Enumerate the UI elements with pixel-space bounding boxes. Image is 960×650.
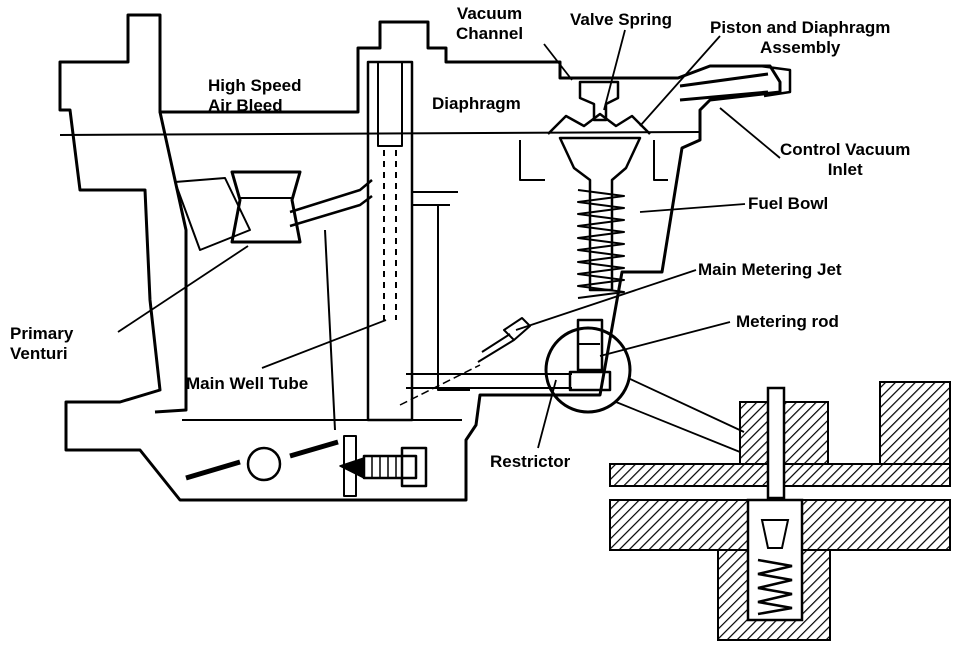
valve-spring-shape [577,189,625,299]
leader-fuel-bowl [639,203,746,213]
label-vacuum-channel: Vacuum Channel [456,4,524,43]
throttle-shaft [246,446,282,482]
leader-vacuum-channel [543,43,573,81]
metering-rod-detail-inset [609,381,951,641]
diaphragm-shape [547,112,651,135]
leader-metering-rod [599,321,731,357]
label-high-speed-air-bleed: High Speed Air Bleed [208,76,302,115]
detail-callout-circle [544,326,632,414]
leader-restrictor [537,379,557,449]
leader-piston-diaphragm [639,35,721,127]
main-metering-jet-shape [477,317,531,363]
leader-detail-bottom [615,401,741,453]
label-main-metering-jet: Main Metering Jet [698,260,842,279]
leader-control-vacuum-inlet [719,107,781,159]
label-metering-rod: Metering rod [736,312,839,331]
leader-main-metering-jet [515,269,697,331]
leader-primary-venturi [117,245,249,333]
leader-valve-spring [603,29,626,111]
label-control-vacuum-inlet: Control Vacuum Inlet [780,140,911,179]
label-valve-spring: Valve Spring [570,10,673,29]
label-fuel-bowl: Fuel Bowl [748,194,829,213]
label-primary-venturi: Primary Venturi [10,324,74,363]
detail-spring [757,558,793,616]
label-diaphragm: Diaphragm [432,94,521,113]
piston-shape [558,136,642,292]
carburetor-body-outline [58,13,782,502]
label-restrictor: Restrictor [490,452,571,471]
main-well-tube-shape [366,60,414,422]
label-main-well-tube: Main Well Tube [186,374,309,393]
leader-detail-top [627,377,745,433]
primary-venturi-shape [230,170,302,244]
label-piston-diaphragm: Piston and Diaphragm Assembly [710,18,891,57]
leader-main-well-tube [261,319,387,369]
